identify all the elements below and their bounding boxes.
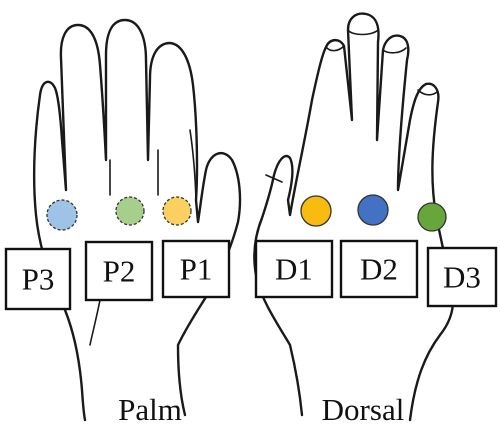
caption-palm: Palm xyxy=(70,392,230,428)
label-box-d3: D3 xyxy=(428,248,496,306)
marker-circle-p3 xyxy=(47,200,77,230)
marker-circle-d2 xyxy=(358,195,388,225)
label-text-p2: P2 xyxy=(103,254,136,289)
marker-circle-d3 xyxy=(418,203,446,231)
marker-circle-p1 xyxy=(163,197,191,225)
label-text-d3: D3 xyxy=(443,260,481,295)
label-text-p1: P1 xyxy=(180,252,213,287)
label-box-p1: P1 xyxy=(163,241,229,297)
label-box-d1: D1 xyxy=(256,241,332,297)
label-box-d2: D2 xyxy=(341,241,417,297)
caption-dorsal: Dorsal xyxy=(283,392,443,428)
label-text-d1: D1 xyxy=(275,252,313,287)
marker-circle-p2 xyxy=(116,197,144,225)
label-text-p3: P3 xyxy=(22,262,55,297)
label-box-p2: P2 xyxy=(86,242,152,300)
label-box-p3: P3 xyxy=(6,249,70,309)
label-text-d2: D2 xyxy=(360,252,398,287)
marker-circle-d1 xyxy=(301,196,331,226)
